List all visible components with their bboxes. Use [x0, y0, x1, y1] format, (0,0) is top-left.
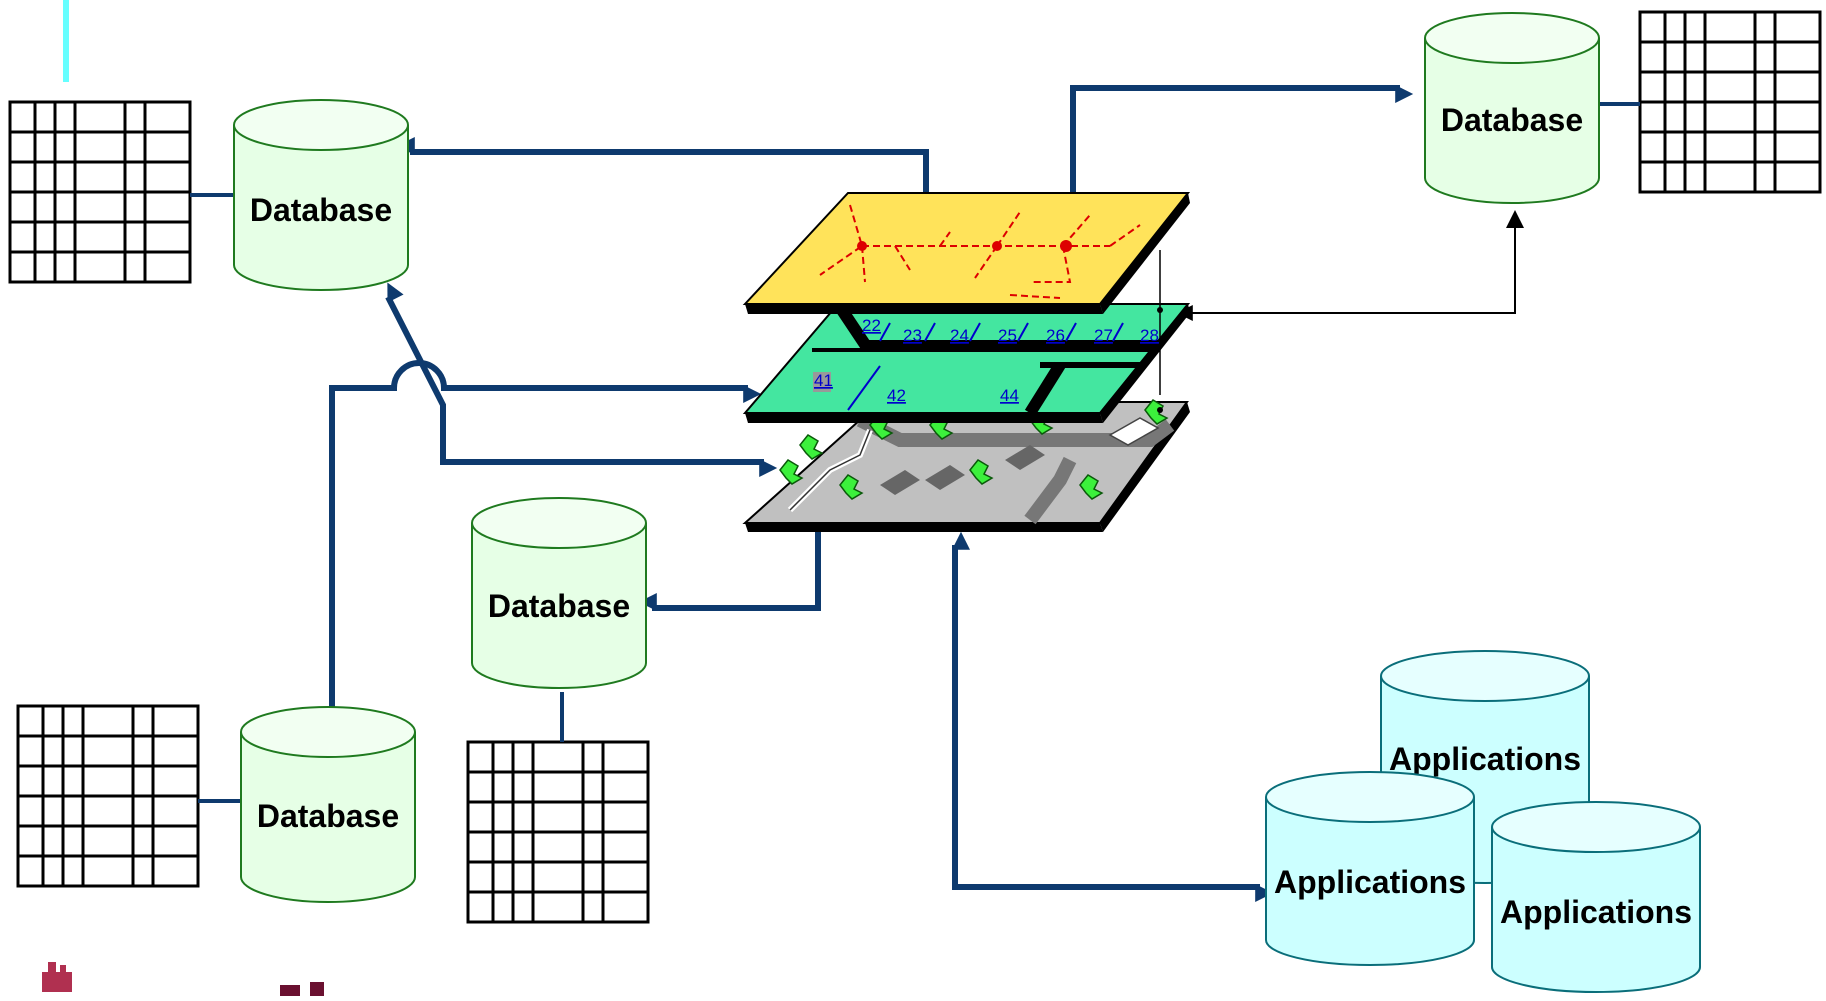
- table-grids: [8, 10, 1822, 924]
- database-top-left-label: Database: [250, 192, 392, 228]
- applications-top-label: Applications: [1389, 741, 1581, 777]
- table-links: [190, 102, 1640, 803]
- parcel-labels: 22 23 24 25 26 27 28 41 42 44: [814, 316, 1159, 405]
- connector-arrows: [317, 85, 1414, 902]
- logo-fragment: [42, 962, 324, 996]
- layer-network: [742, 192, 1191, 413]
- database-bottom-left-label: Database: [257, 798, 399, 834]
- arrow-db-bottom-left-parcels: [317, 360, 762, 750]
- parcel-label-44: 44: [1000, 386, 1019, 405]
- parcel-label-22: 22: [862, 316, 881, 335]
- database-middle: Database: [471, 497, 647, 689]
- arrow-apps-landuse: [952, 531, 1274, 902]
- parcel-label-42: 42: [887, 386, 906, 405]
- table-grid-top-right: [1638, 10, 1822, 194]
- parcel-label-24: 24: [950, 326, 969, 345]
- arrow-db-top-right-parcels-head: [1506, 210, 1524, 228]
- applications-right: Applications: [1491, 801, 1701, 993]
- database-top-right: Database: [1424, 12, 1600, 204]
- parcel-label-41: 41: [814, 371, 833, 390]
- table-grid-top-left: [8, 100, 192, 284]
- parcel-label-23: 23: [903, 326, 922, 345]
- accent-bar: [63, 0, 69, 82]
- applications-left: Applications: [1265, 771, 1475, 966]
- layer-parcels: 22 23 24 25 26 27 28 41 42 44: [742, 303, 1191, 423]
- table-grid-bottom-left: [16, 704, 200, 888]
- parcel-label-27: 27: [1094, 326, 1113, 345]
- parcel-label-26: 26: [1046, 326, 1065, 345]
- database-top-right-label: Database: [1441, 102, 1583, 138]
- arrow-db-top-right-parcels: [1176, 228, 1516, 321]
- arrow-db-middle-landuse: [638, 501, 833, 611]
- table-grid-middle: [466, 740, 650, 924]
- parcel-label-28: 28: [1140, 326, 1159, 345]
- parcel-label-25: 25: [998, 326, 1017, 345]
- applications-right-label: Applications: [1500, 894, 1692, 930]
- arrow-db-top-right-network: [1058, 85, 1414, 242]
- database-bottom-left: Database: [240, 706, 416, 903]
- applications-left-label: Applications: [1274, 864, 1466, 900]
- database-middle-label: Database: [488, 588, 630, 624]
- database-top-left: Database: [233, 99, 409, 291]
